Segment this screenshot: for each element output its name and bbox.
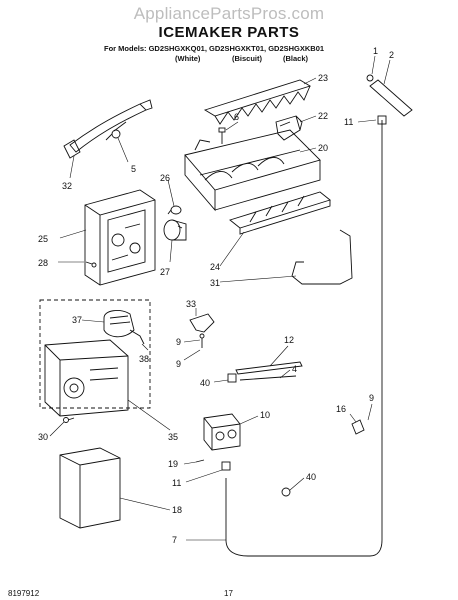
callout-9-upper: 9 bbox=[176, 337, 181, 347]
callout-16: 16 bbox=[336, 404, 346, 414]
callout-37: 37 bbox=[72, 315, 82, 325]
callout-9-lower: 9 bbox=[176, 359, 181, 369]
fill-cup-part bbox=[275, 115, 303, 141]
callout-27: 27 bbox=[160, 267, 170, 277]
water-line-part bbox=[225, 120, 383, 557]
callout-40-lower: 40 bbox=[306, 472, 316, 482]
callout-10: 10 bbox=[260, 410, 270, 420]
nut-part bbox=[227, 373, 237, 383]
assembly-box bbox=[39, 299, 151, 409]
coupler-part bbox=[163, 219, 187, 241]
callout-11-top: 11 bbox=[344, 117, 353, 127]
grommet-part bbox=[377, 115, 387, 125]
ice-mold-part bbox=[184, 121, 321, 212]
callout-38: 38 bbox=[139, 354, 149, 364]
lower-nut-part bbox=[281, 487, 291, 497]
callout-31: 31 bbox=[210, 278, 220, 288]
callout-26: 26 bbox=[160, 173, 170, 183]
foam-block-part bbox=[59, 447, 121, 529]
color-white: (White) bbox=[175, 54, 201, 63]
callout-labels: 1 2 23 6 22 11 20 32 5 26 25 28 27 24 31… bbox=[38, 46, 394, 545]
screw-part bbox=[218, 127, 226, 144]
callout-25: 25 bbox=[38, 234, 48, 244]
doc-number: 8197912 bbox=[8, 589, 40, 598]
clamp-part bbox=[105, 129, 121, 141]
leader-lines bbox=[49, 55, 391, 541]
page-number: 17 bbox=[224, 589, 233, 598]
bearing-part bbox=[167, 205, 182, 215]
valve-screw-part bbox=[195, 459, 205, 463]
water-valve-part bbox=[203, 413, 241, 451]
bracket-part bbox=[189, 313, 215, 333]
callout-11-lower: 11 bbox=[172, 478, 181, 488]
fill-tube-part bbox=[235, 361, 303, 381]
mold-cover-part bbox=[229, 191, 331, 235]
motor-lead-part bbox=[129, 329, 145, 345]
callout-32: 32 bbox=[62, 181, 72, 191]
callout-22: 22 bbox=[318, 111, 328, 121]
wire-harness-part bbox=[63, 99, 153, 159]
models-line: For Models: GD2SHGXKQ01, GD2SHGXKT01, GD… bbox=[104, 44, 325, 53]
clip-part bbox=[351, 419, 365, 435]
callout-5: 5 bbox=[131, 164, 136, 174]
control-box-part bbox=[84, 189, 156, 286]
callout-1: 1 bbox=[373, 46, 378, 56]
callout-28: 28 bbox=[38, 258, 48, 268]
callout-30: 30 bbox=[38, 432, 48, 442]
bracket-screw-part bbox=[199, 333, 205, 348]
callout-9-right: 9 bbox=[369, 393, 374, 403]
module-gear-part bbox=[44, 339, 129, 417]
callout-40-upper: 40 bbox=[200, 378, 210, 388]
callout-6: 6 bbox=[234, 112, 239, 122]
callout-33: 33 bbox=[186, 299, 196, 309]
watermark: AppliancePartsPros.com bbox=[133, 4, 325, 23]
mounting-screw-part bbox=[85, 261, 97, 268]
callout-4: 4 bbox=[292, 364, 297, 374]
shutoff-arm-part bbox=[291, 229, 353, 285]
valve-nut-part bbox=[221, 461, 231, 471]
color-biscuit: (Biscuit) bbox=[232, 54, 262, 63]
motor-part bbox=[103, 310, 135, 338]
callout-20: 20 bbox=[318, 143, 328, 153]
module-screw-part bbox=[63, 417, 75, 423]
callout-23: 23 bbox=[318, 73, 328, 83]
callout-18: 18 bbox=[172, 505, 182, 515]
callout-35: 35 bbox=[168, 432, 178, 442]
diagram-title: ICEMAKER PARTS bbox=[158, 24, 300, 41]
ice-stripper-part bbox=[203, 79, 312, 125]
callout-19: 19 bbox=[168, 459, 178, 469]
callout-12: 12 bbox=[284, 335, 294, 345]
inlet-tube-part bbox=[366, 74, 413, 117]
callout-2: 2 bbox=[389, 50, 394, 60]
callout-7: 7 bbox=[172, 535, 177, 545]
callout-24: 24 bbox=[210, 262, 220, 272]
color-black: (Black) bbox=[283, 54, 309, 63]
